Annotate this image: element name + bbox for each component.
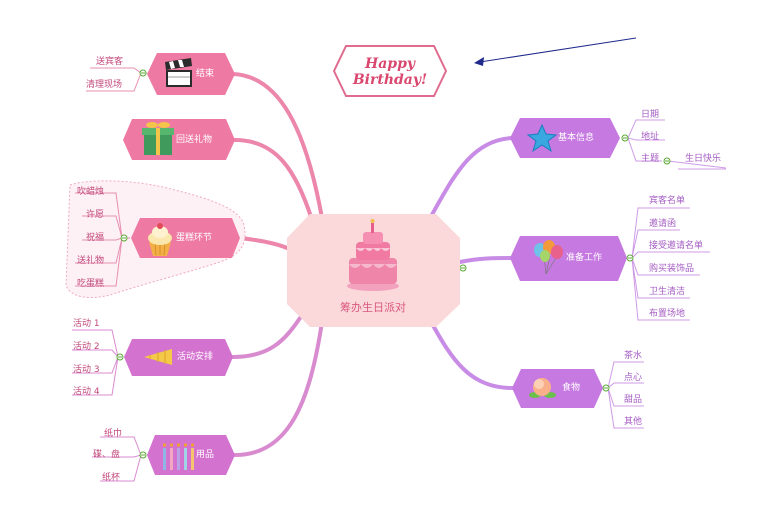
arrow-line[interactable]	[479, 37, 637, 63]
leaf-paper-cups[interactable]: 纸杯	[102, 473, 121, 483]
branch-preparation	[458, 256, 513, 264]
leaf-see-off-guests[interactable]: 送宾客	[96, 57, 124, 67]
leaf-clean-up[interactable]: 清理现场	[86, 80, 123, 90]
leaf-theme[interactable]: 主题	[641, 154, 660, 164]
cupcake-icon	[148, 223, 172, 256]
leaf-snacks[interactable]: 点心	[624, 373, 643, 383]
leaf-accepted-list[interactable]: 接受邀请名单	[649, 241, 704, 251]
branch-supplies	[233, 320, 324, 457]
leaf-tea[interactable]: 茶水	[624, 351, 643, 361]
banner-line1: Happy	[364, 56, 416, 72]
candles-icon	[162, 443, 195, 470]
gift-box-icon	[142, 122, 174, 155]
leaf-cleaning[interactable]: 卫生清洁	[649, 287, 686, 297]
branch-cake	[238, 236, 289, 250]
branch-ending	[231, 72, 324, 220]
leaf-give-gifts[interactable]: 送礼物	[77, 256, 105, 266]
happy-birthday-banner[interactable]	[332, 45, 448, 97]
arrow-head-icon	[474, 57, 484, 66]
clapperboard-icon	[165, 58, 192, 87]
balloons-icon	[534, 240, 563, 275]
leaf-others[interactable]: 其他	[624, 417, 643, 427]
return-gift-label: 回送礼物	[176, 135, 213, 145]
leaf-plates[interactable]: 碟、盘	[93, 450, 121, 460]
preparation-label: 准备工作	[566, 253, 603, 263]
node-food[interactable]	[512, 369, 603, 408]
branch-basic-info	[428, 136, 514, 220]
leaf-activity-3[interactable]: 活动 3	[73, 365, 100, 375]
branch-food	[428, 318, 514, 390]
cake-label: 蛋糕环节	[176, 233, 213, 243]
leaf-eat-cake[interactable]: 吃蛋糕	[77, 279, 105, 289]
leaf-desserts[interactable]: 甜品	[624, 395, 643, 405]
party-horn-icon	[144, 349, 172, 365]
banner-line2: Birthday!	[352, 72, 427, 88]
branch-activities	[231, 316, 302, 359]
leaf-invitation[interactable]: 邀请函	[649, 219, 677, 229]
leaf-theme-value[interactable]: 生日快乐	[685, 154, 722, 164]
leaf-guest-list[interactable]: 宾客名单	[649, 196, 686, 206]
leaf-make-wish[interactable]: 许愿	[86, 210, 105, 220]
leaf-activity-2[interactable]: 活动 2	[73, 342, 100, 352]
leaf-activity-1[interactable]: 活动 1	[73, 319, 100, 329]
leaf-date[interactable]: 日期	[641, 110, 660, 120]
supplies-label: 用品	[196, 450, 215, 460]
leaf-activity-4[interactable]: 活动 4	[73, 387, 100, 397]
basic-info-label: 基本信息	[558, 133, 595, 143]
leaf-address[interactable]: 地址	[641, 132, 660, 142]
food-label: 食物	[562, 383, 581, 393]
activities-label: 活动安排	[177, 352, 214, 362]
leaf-venue-setup[interactable]: 布置场地	[649, 309, 686, 319]
leaf-decorations[interactable]: 购买装饰品	[649, 264, 695, 274]
leaf-blessing[interactable]: 祝福	[86, 233, 105, 243]
node-activities[interactable]	[124, 339, 233, 376]
peach-icon	[529, 378, 556, 398]
center-title: 筹办生日派对	[340, 300, 406, 314]
branch-return-gift	[233, 138, 314, 222]
star-icon	[526, 123, 558, 153]
birthday-cake-icon	[347, 219, 399, 291]
leaf-tissues[interactable]: 纸巾	[104, 429, 123, 439]
ending-label: 结束	[196, 69, 215, 79]
leaf-blow-candles[interactable]: 吹蜡烛	[77, 187, 105, 197]
